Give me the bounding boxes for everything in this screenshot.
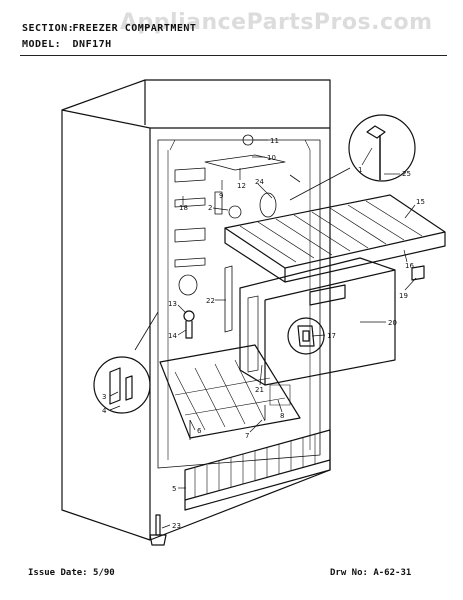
callout-11: 11 — [270, 137, 279, 145]
callout-20: 20 — [388, 319, 397, 327]
model-label: MODEL: — [22, 39, 62, 50]
detail-inset-thermostat — [289, 114, 416, 201]
callout-labels: 11 10 12 9 24 2 18 1 25 15 16 19 20 17 2… — [102, 137, 425, 530]
callout-21: 21 — [255, 386, 264, 394]
model-row: MODEL: DNF17H — [22, 39, 112, 50]
clip-19 — [411, 265, 425, 281]
callout-16: 16 — [405, 262, 414, 270]
callout-15: 15 — [416, 198, 425, 206]
section-label: SECTION: — [22, 23, 75, 34]
bottom-basket — [159, 344, 301, 440]
callout-3: 3 — [102, 393, 106, 401]
leveling-leg — [149, 514, 167, 546]
section-row: SECTION: FREEZER COMPARTMENT — [22, 23, 196, 34]
bracket-22 — [224, 265, 233, 333]
drawing-number: Drw No: A-62-31 — [330, 568, 412, 578]
callout-2: 2 — [208, 204, 212, 212]
detail-inset-hinge — [287, 317, 325, 355]
callout-18: 18 — [179, 204, 188, 212]
callout-10: 10 — [267, 154, 276, 162]
callout-23: 23 — [172, 522, 181, 530]
bottom-grille — [184, 429, 331, 511]
detail-inset-left — [93, 311, 159, 414]
callout-8: 8 — [280, 412, 284, 420]
header-rule — [20, 55, 447, 56]
callout-22: 22 — [206, 297, 215, 305]
callout-1: 1 — [358, 166, 362, 174]
callout-4: 4 — [102, 407, 107, 415]
callout-12: 12 — [237, 182, 246, 190]
callout-17: 17 — [327, 332, 336, 340]
callout-6: 6 — [197, 427, 202, 435]
callout-24: 24 — [255, 178, 264, 186]
issue-date: Issue Date: 5/90 — [28, 568, 115, 578]
model-value: DNF17H — [72, 39, 112, 50]
callout-5: 5 — [172, 485, 176, 493]
callout-9: 9 — [219, 192, 223, 200]
callout-7: 7 — [245, 432, 249, 440]
callout-13: 13 — [168, 300, 177, 308]
callout-14: 14 — [168, 332, 177, 340]
section-value: FREEZER COMPARTMENT — [72, 23, 197, 34]
screw-14 — [183, 310, 195, 339]
watermark: AppliancePartsPros.com — [120, 10, 433, 35]
shelf-grill — [224, 194, 446, 283]
callout-25: 25 — [402, 170, 411, 178]
leader-lines — [109, 139, 417, 529]
callout-19: 19 — [399, 292, 408, 300]
liner-details — [174, 134, 301, 296]
